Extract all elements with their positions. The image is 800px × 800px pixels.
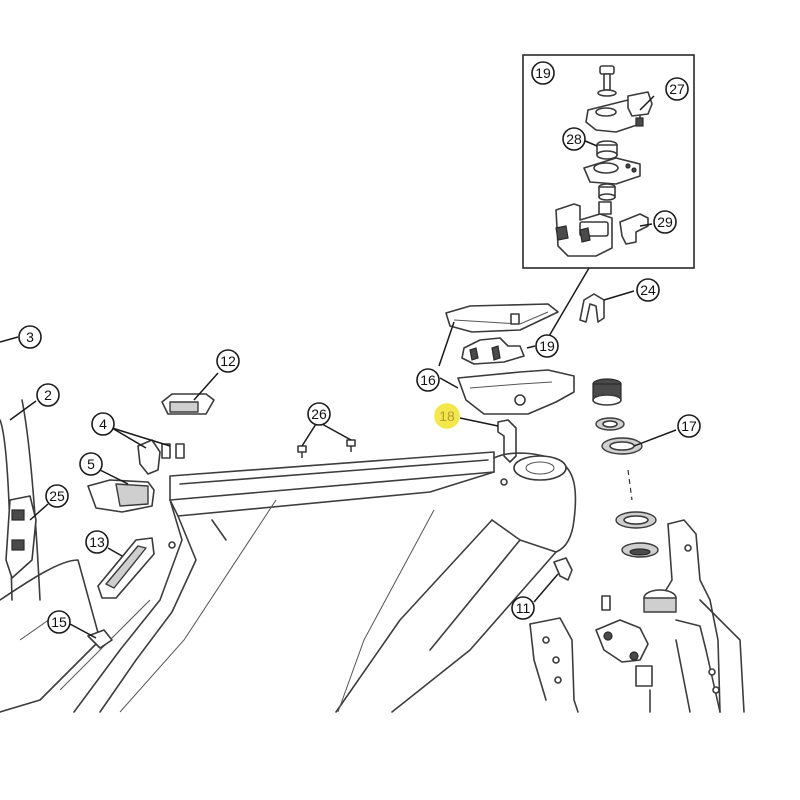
svg-text:19: 19 (539, 338, 555, 354)
callout-29: 29 (653, 210, 677, 234)
svg-text:17: 17 (681, 418, 697, 434)
svg-text:29: 29 (657, 214, 673, 230)
svg-text:24: 24 (640, 282, 656, 298)
callout-27: 27 (665, 77, 689, 101)
svg-text:25: 25 (49, 488, 65, 504)
svg-text:3: 3 (26, 329, 34, 345)
svg-text:12: 12 (220, 353, 236, 369)
inset-base-clamp (555, 201, 613, 257)
inset-bolt (597, 65, 617, 97)
part-12-cap (161, 372, 219, 415)
svg-text:18: 18 (439, 408, 455, 424)
callout-13: 13 (85, 530, 109, 554)
svg-text:11: 11 (516, 600, 531, 616)
inset-upper-clamp (585, 91, 653, 133)
callout-19: 19 (535, 334, 559, 358)
callout-2: 2 (36, 383, 60, 407)
svg-text:27: 27 (669, 81, 685, 97)
part-4-clips (111, 427, 185, 475)
part-26-bolts (297, 423, 356, 458)
callout-11: 11 (511, 596, 535, 620)
svg-text:13: 13 (89, 534, 105, 550)
svg-text:26: 26 (311, 406, 327, 422)
part-18-clip (459, 417, 517, 463)
part-5-cover (87, 469, 155, 513)
part-17-headset (592, 378, 677, 558)
svg-text:2: 2 (44, 387, 52, 403)
callout-24: 24 (636, 278, 660, 302)
part-25-guide (5, 495, 49, 579)
fork-leg-left (529, 617, 579, 713)
svg-text:5: 5 (87, 456, 95, 472)
part-13-plate (97, 537, 155, 599)
fork-and-steerer (643, 519, 745, 713)
svg-text:19: 19 (535, 65, 551, 81)
leader-29 (639, 223, 653, 227)
inset-middle-plate (583, 157, 641, 185)
callout-5: 5 (79, 452, 103, 476)
callout-4: 4 (91, 412, 115, 436)
callout-25: 25 (45, 484, 69, 508)
stem-clamp-assembly (595, 595, 653, 713)
callout-19-inset: 19 (531, 61, 555, 85)
part-16-lower-cover (438, 321, 575, 415)
callout-18-highlighted: 18 (434, 403, 460, 429)
svg-text:28: 28 (566, 131, 582, 147)
part-19-mount (461, 337, 536, 365)
svg-text:16: 16 (420, 372, 436, 388)
inset-spacer (598, 183, 616, 201)
leader-inset-to-19 (544, 267, 590, 344)
callout-17: 17 (677, 414, 701, 438)
inset-bushing-28 (596, 140, 618, 160)
part-2-3-leaders (0, 336, 37, 421)
callout-16: 16 (416, 368, 440, 392)
callout-28: 28 (562, 127, 586, 151)
svg-text:4: 4 (99, 416, 107, 432)
part-24-bracket (579, 290, 635, 323)
main-frame (0, 399, 577, 713)
leader-27 (639, 95, 655, 111)
part-11-clip (533, 557, 573, 603)
callout-12: 12 (216, 349, 240, 373)
callout-15: 15 (47, 610, 71, 634)
callout-26: 26 (307, 402, 331, 426)
svg-text:15: 15 (51, 614, 67, 630)
part-16-top-cover (445, 303, 559, 333)
callout-3: 3 (18, 325, 42, 349)
inset-plate-29 (619, 213, 649, 245)
part-15-port (69, 623, 113, 649)
